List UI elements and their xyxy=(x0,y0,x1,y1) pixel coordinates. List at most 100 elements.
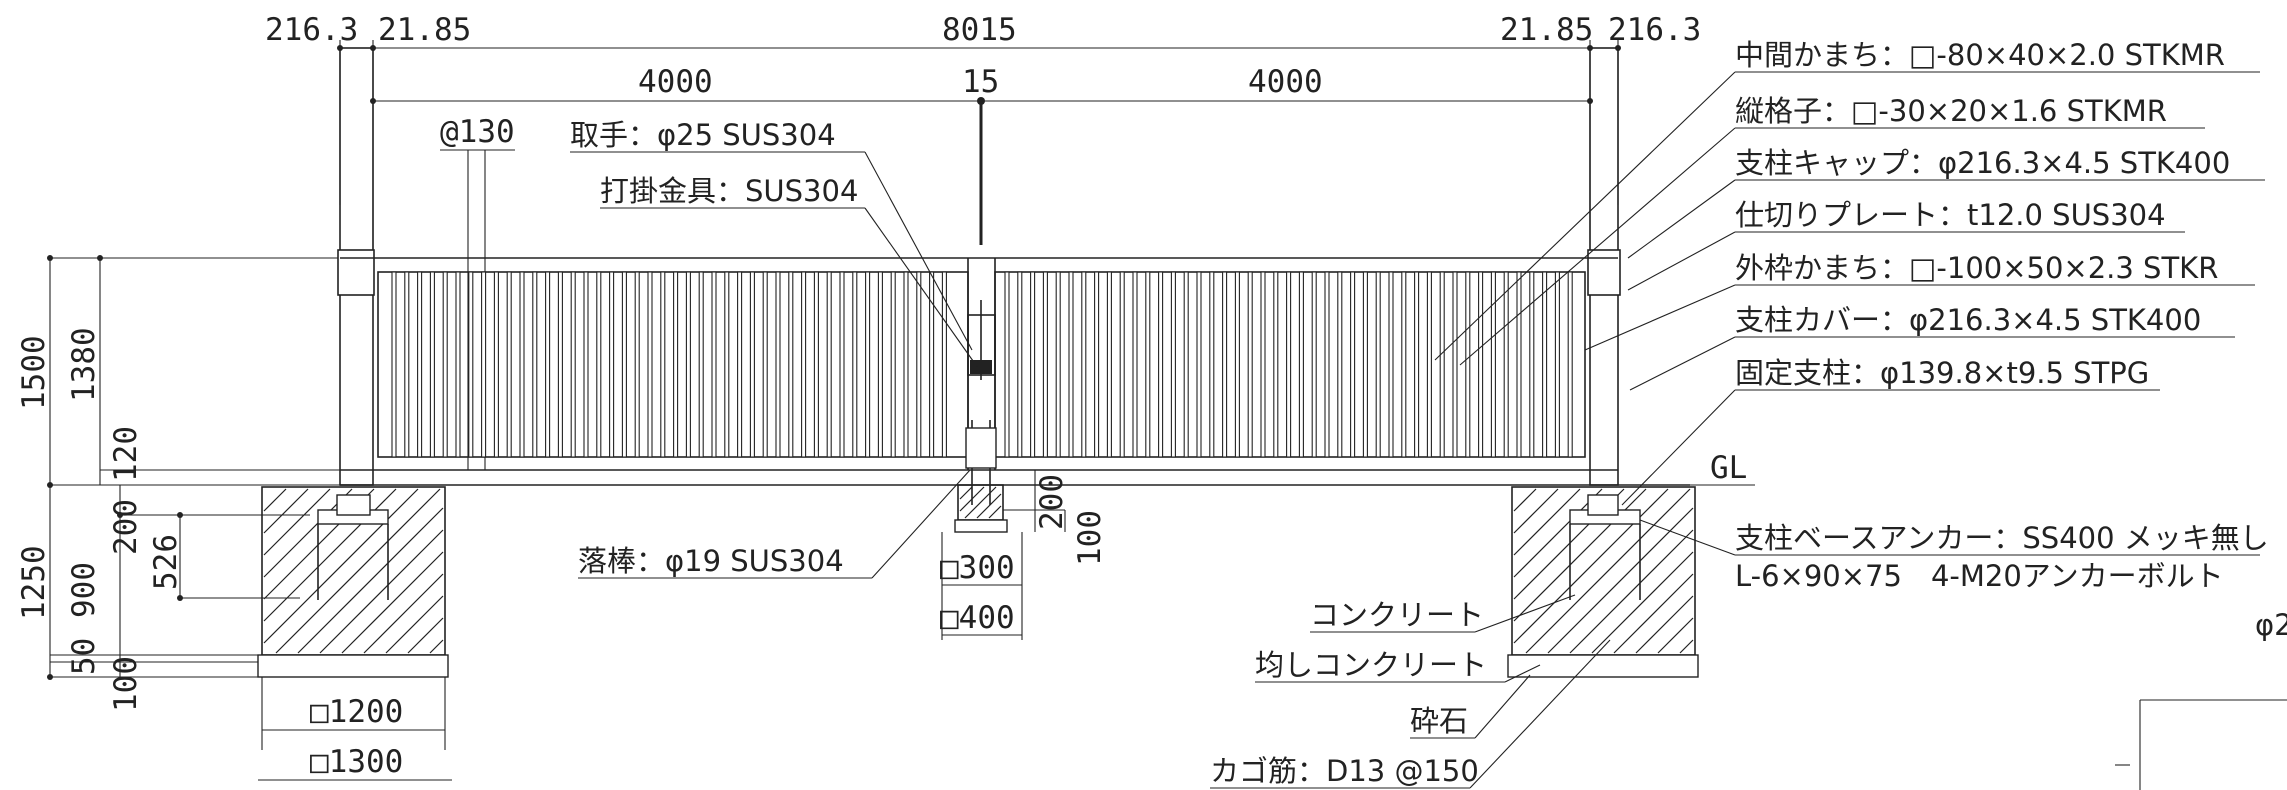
label-concrete: コンクリート xyxy=(1310,598,1484,632)
vertical-bar xyxy=(391,271,397,458)
vertical-bar xyxy=(1516,271,1522,458)
vertical-bar xyxy=(1529,271,1535,458)
vertical-bar xyxy=(1273,271,1279,458)
dim-footing-outer: □1300 xyxy=(310,744,403,780)
dim-top-left-gap: 21.85 xyxy=(378,12,471,48)
vertical-bar xyxy=(762,271,768,458)
hatch-line xyxy=(1525,488,1691,654)
dim-center-gap: 15 xyxy=(962,64,999,100)
vertical-bar xyxy=(570,271,576,458)
vertical-bar xyxy=(1286,271,1292,458)
vertical-bar xyxy=(442,271,448,458)
dim-left-panel: 4000 xyxy=(638,64,713,100)
center-socket-hatch xyxy=(959,486,1002,519)
vertical-bar xyxy=(468,271,474,458)
vertical-bar xyxy=(1260,271,1266,458)
vertical-bar xyxy=(1055,271,1061,458)
vertical-bar xyxy=(775,271,781,458)
hatch-line xyxy=(1513,488,1537,512)
vertical-bar xyxy=(1247,271,1253,458)
callout-leaders xyxy=(570,71,2265,789)
hatch-line xyxy=(263,488,331,556)
hatch-line xyxy=(341,551,444,654)
vertical-bar xyxy=(1414,271,1420,458)
hatch-line xyxy=(429,639,444,654)
hatch-line xyxy=(1513,488,1581,556)
left-foundation xyxy=(257,486,452,781)
vertical-bar xyxy=(1017,271,1023,458)
label-fixed-post: 固定支柱：φ139.8×t9.5 STPG xyxy=(1735,356,2149,390)
center-drop-socket xyxy=(941,470,1066,640)
hatch-line xyxy=(407,617,444,654)
vertical-bar xyxy=(493,271,499,458)
vertical-bar xyxy=(1145,271,1151,458)
hatch-line xyxy=(976,493,1002,519)
vertical-bars-right xyxy=(1004,271,1573,458)
vertical-bar xyxy=(1132,271,1138,458)
hatch-line xyxy=(1657,617,1694,654)
label-base-anchor-1: 支柱ベースアンカー：SS400 メッキ無し xyxy=(1735,521,2269,555)
dim-drop-outer: □400 xyxy=(940,600,1015,636)
hatch-line xyxy=(959,486,985,512)
hatch-line xyxy=(1547,507,1694,654)
vertical-bars-left xyxy=(391,271,947,458)
vertical-bar xyxy=(1362,271,1368,458)
vertical-bar xyxy=(673,271,679,458)
vertical-bar xyxy=(724,271,730,458)
dim-top-left-post: 216.3 xyxy=(265,12,358,48)
vertical-bar xyxy=(429,271,435,458)
hatch-line xyxy=(1569,529,1694,654)
dim-drop-depth: 200 xyxy=(1034,474,1070,530)
vertical-bar xyxy=(1324,271,1330,458)
hatch-line xyxy=(263,488,397,622)
vertical-bar xyxy=(634,271,640,458)
vertical-bar xyxy=(1042,271,1048,458)
hatch-line xyxy=(275,488,441,654)
dim-footing-inner: □1200 xyxy=(310,694,403,730)
vertical-bar xyxy=(903,271,909,458)
vertical-bar xyxy=(916,271,922,458)
label-vertical-bars: 縦格子：□-30×20×1.6 STKMR xyxy=(1735,94,2167,128)
dim-depth-50: 50 xyxy=(66,638,102,675)
hatch-line xyxy=(1513,488,1669,644)
left-foundation-hatch xyxy=(263,488,444,654)
vertical-bar xyxy=(1183,271,1189,458)
vertical-bar xyxy=(1004,271,1010,458)
vertical-bar xyxy=(1068,271,1074,458)
vertical-bar xyxy=(1542,271,1548,458)
dim-right-panel: 4000 xyxy=(1248,64,1323,100)
hatch-line xyxy=(1613,573,1694,654)
label-leveling-concrete: 均しコンクリート xyxy=(1255,648,1487,682)
dim-height-panel: 1380 xyxy=(66,327,102,402)
vertical-bar xyxy=(1196,271,1202,458)
vertical-bar xyxy=(532,271,538,458)
label-drop-rod: 落棒：φ19 SUS304 xyxy=(578,544,844,578)
vertical-bar xyxy=(941,271,947,458)
hatch-line xyxy=(1679,639,1694,654)
vertical-bar xyxy=(1375,271,1381,458)
gl-label: GL xyxy=(1710,450,1747,486)
vertical-bar xyxy=(1490,271,1496,458)
dim-depth-900: 900 xyxy=(66,562,102,618)
vertical-bar xyxy=(1119,271,1125,458)
vertical-bar xyxy=(890,271,896,458)
dim-depth-total: 1250 xyxy=(16,545,52,620)
vertical-bar xyxy=(583,271,589,458)
vertical-bar xyxy=(1094,271,1100,458)
vertical-bar xyxy=(801,271,807,458)
label-handle: 取手：φ25 SUS304 xyxy=(570,118,836,152)
label-base-anchor-2: L-6×90×75 4-M20アンカーボルト xyxy=(1735,559,2224,593)
vertical-bar xyxy=(1209,271,1215,458)
hatch-line xyxy=(297,507,444,654)
hatch-line xyxy=(263,488,309,534)
label-clipped-edge: φ2 xyxy=(2255,608,2287,642)
vertical-bar xyxy=(1465,271,1471,458)
hatch-line xyxy=(964,486,997,519)
vertical-bar xyxy=(839,271,845,458)
label-post-cap: 支柱キャップ：φ216.3×4.5 STK400 xyxy=(1735,146,2230,180)
left-dimension-lines xyxy=(47,255,340,680)
vertical-bar xyxy=(1426,271,1432,458)
vertical-bar xyxy=(852,271,858,458)
dim-top-right-gap: 21.85 xyxy=(1500,12,1593,48)
